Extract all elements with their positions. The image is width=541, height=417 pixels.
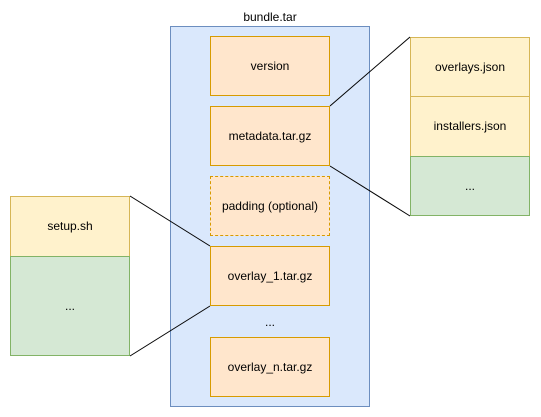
installers-json-block: installers.json: [410, 96, 530, 157]
padding-block: padding (optional): [210, 176, 330, 236]
setup-sh-block: setup.sh: [10, 196, 130, 257]
version-block: version: [210, 36, 330, 96]
metadata-block: metadata.tar.gz: [210, 106, 330, 166]
bundle-ellipsis: ...: [264, 315, 275, 329]
metadata-ellipsis-block: ...: [410, 156, 530, 216]
overlay-ellipsis-block: ...: [10, 256, 130, 356]
overlay-1-block: overlay_1.tar.gz: [210, 246, 330, 306]
overlays-json-block: overlays.json: [410, 37, 530, 97]
overlay-n-block: overlay_n.tar.gz: [210, 337, 330, 397]
bundle-title: bundle.tar: [243, 10, 297, 24]
